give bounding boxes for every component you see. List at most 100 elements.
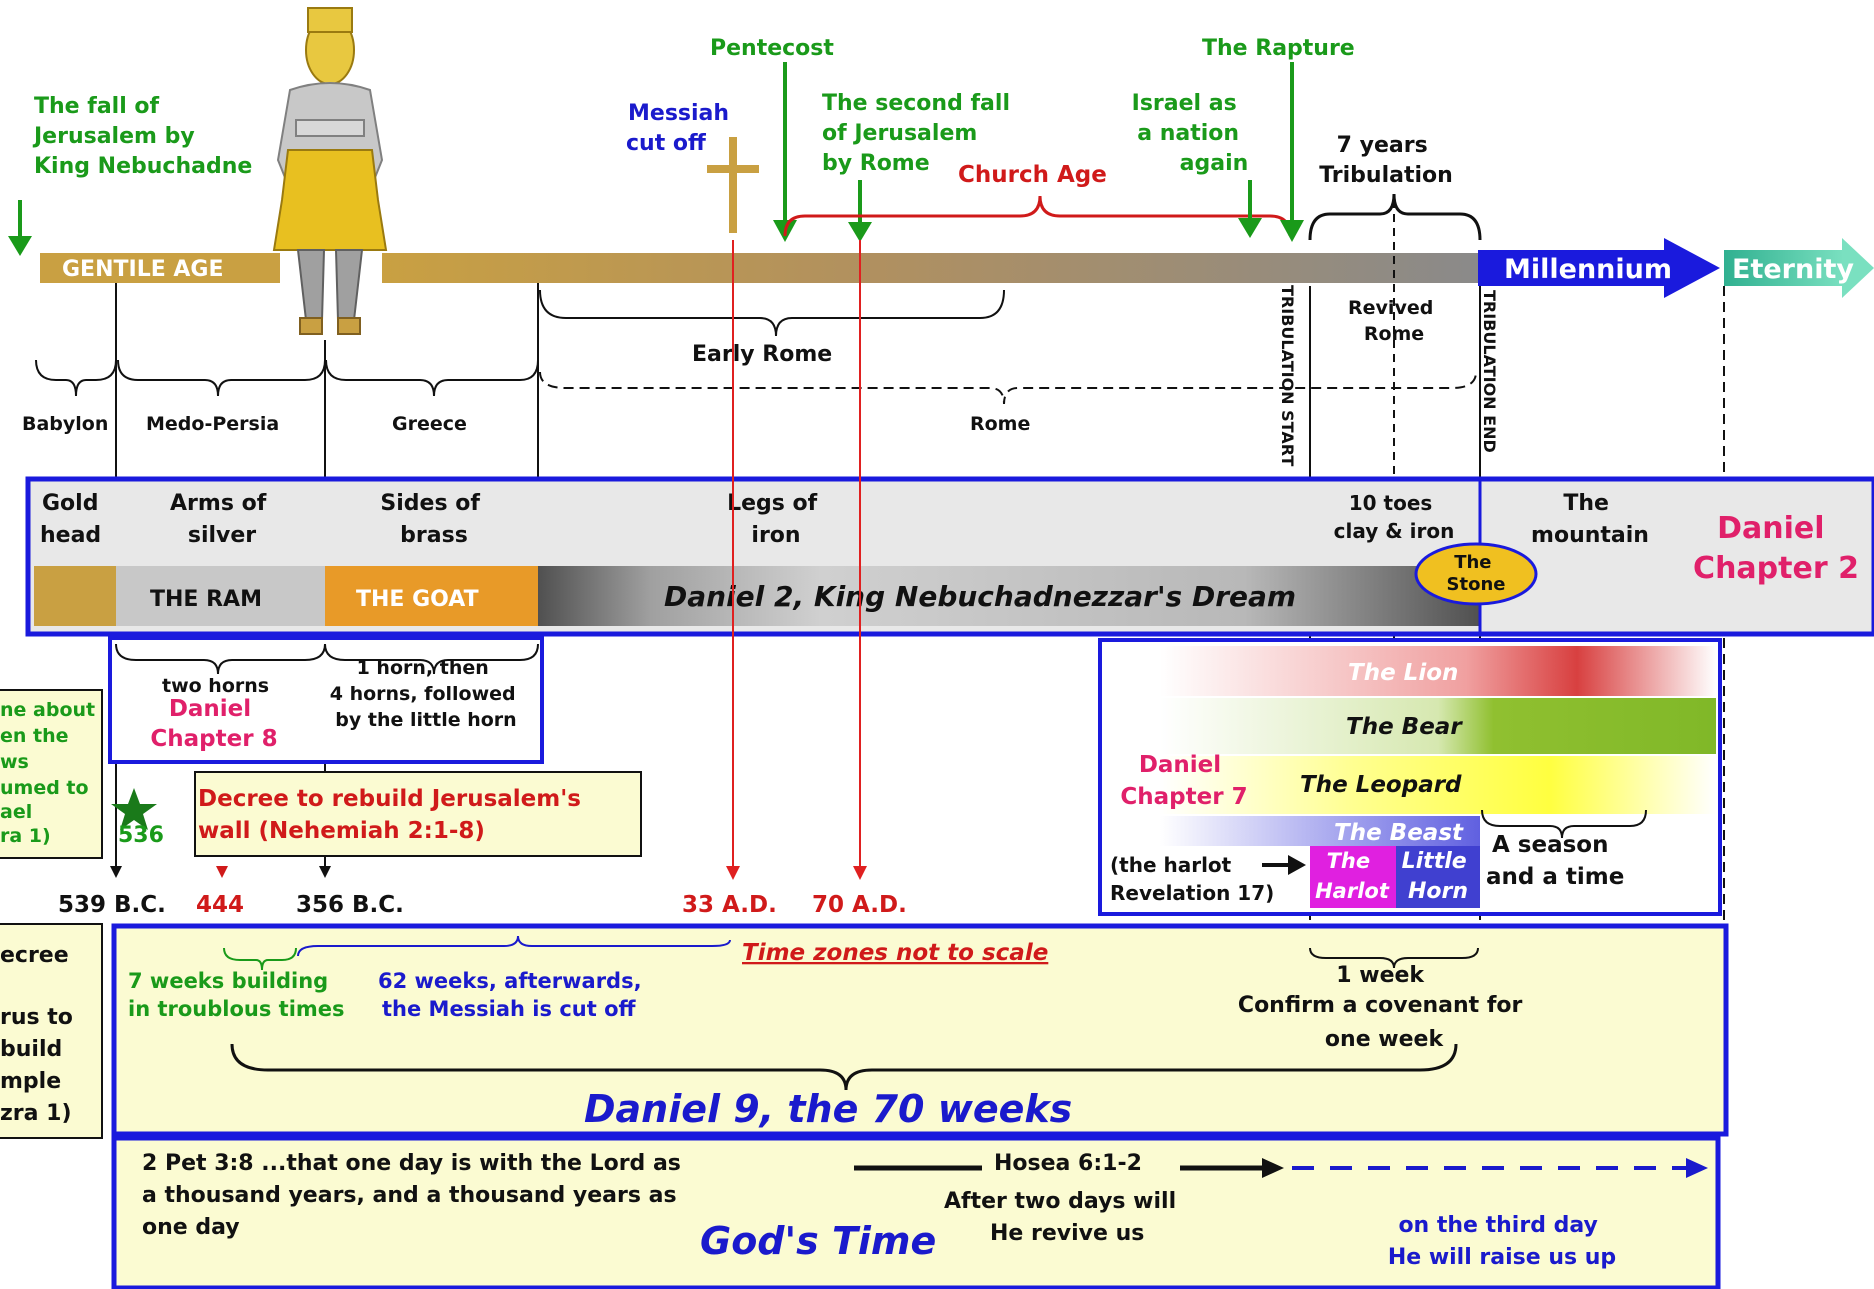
dream-label: Daniel 2, King Nebuchadnezzar's Dream bbox=[664, 580, 1296, 613]
svg-text:Decree to rebuild Jerusalem's: Decree to rebuild Jerusalem's wall (Nehe… bbox=[198, 786, 589, 844]
beast-band bbox=[1160, 816, 1480, 846]
year-536-label: 536 bbox=[118, 823, 164, 848]
lion-label: The Lion bbox=[1348, 660, 1458, 686]
israel-nation-label: Israel as a nation again bbox=[1132, 91, 1249, 176]
greece-brace bbox=[325, 359, 539, 397]
daniel-chapter-2-label: Daniel Chapter 2 bbox=[1693, 511, 1859, 586]
beast-label: The Beast bbox=[1334, 820, 1464, 846]
one-week-label: 1 week Confirm a covenant for one week bbox=[1238, 963, 1530, 1052]
brass-label: Sides of brass bbox=[380, 491, 487, 548]
gold-label: Gold head bbox=[40, 491, 106, 548]
two-days-label: After two days will He revive us bbox=[944, 1189, 1184, 1246]
early-rome-label: Early Rome bbox=[692, 342, 832, 367]
date-33: 33 A.D. bbox=[682, 892, 777, 918]
one-week-brace bbox=[1309, 947, 1479, 969]
statue-arms bbox=[295, 119, 365, 137]
two-horns-label: two horns bbox=[162, 675, 269, 697]
dates-row: 539 B.C. 444 356 B.C. 33 A.D. 70 A.D. bbox=[58, 240, 907, 918]
goat-label: THE GOAT bbox=[356, 587, 479, 612]
tribulation-brace bbox=[1308, 193, 1482, 241]
israel-arrow-head bbox=[1238, 218, 1262, 238]
mountain-label: The mountain bbox=[1531, 491, 1649, 548]
church-age-brace bbox=[783, 195, 1292, 237]
decree-rebuild-box: Decree to rebuild Jerusalem's wall (Nehe… bbox=[194, 771, 642, 857]
gods-time-box: 2 Pet 3:8 ...that one day is with the Lo… bbox=[111, 1135, 1721, 1289]
ram-label: THE RAM bbox=[150, 587, 262, 612]
harlot-cell bbox=[1310, 846, 1396, 908]
season-brace bbox=[1481, 809, 1647, 839]
second-fall-label: The second fall of Jerusalem by Rome bbox=[822, 91, 1018, 176]
year-536: 536 bbox=[111, 788, 164, 848]
rome-dashed-brace bbox=[539, 371, 1477, 405]
messiah-cut-off-label: Messiah cut off bbox=[626, 101, 737, 156]
seven-weeks-brace bbox=[223, 947, 297, 971]
gentile-age-label: GENTILE AGE bbox=[62, 257, 224, 282]
goat-cell bbox=[325, 566, 538, 626]
lion-band bbox=[1160, 646, 1716, 696]
seven-weeks-label: 7 weeks building in troublous times bbox=[128, 969, 345, 1021]
medo-persia-brace bbox=[117, 359, 326, 397]
medo-persia-label: Medo-Persia bbox=[146, 413, 279, 435]
svg-text:ne about en the ws: ne about en the ws umed to ael ra 1) bbox=[0, 699, 102, 847]
iron-cell bbox=[538, 566, 1480, 626]
date-539: 539 B.C. bbox=[58, 892, 166, 918]
kingdoms: Babylon Medo-Persia Greece Early Rome Ro… bbox=[22, 289, 1477, 435]
rapture-arrow-head bbox=[1280, 220, 1304, 242]
eternity-arrow-head bbox=[1842, 238, 1874, 298]
third-day-label: on the third day He will raise us up bbox=[1388, 1213, 1616, 1270]
main-bar bbox=[382, 253, 1482, 283]
bear-band bbox=[1160, 698, 1716, 754]
ram-cell bbox=[116, 566, 325, 626]
little-horn-label: Little Horn bbox=[1402, 849, 1475, 904]
millennium-bar bbox=[1478, 250, 1668, 286]
decree-cyrus-label: ecree rus to build mple zra 1) bbox=[0, 943, 81, 1126]
statue-figure bbox=[272, 7, 388, 335]
statue-legs bbox=[296, 249, 364, 321]
stone-label: The Stone bbox=[1447, 552, 1506, 595]
pet-label: 2 Pet 3:8 ...that one day is with the Lo… bbox=[142, 1151, 689, 1240]
millennium-label: Millennium bbox=[1504, 254, 1672, 285]
babylon-label: Babylon bbox=[22, 413, 108, 435]
millennium-arrow-head bbox=[1664, 238, 1720, 298]
fall-of-jerusalem-label: The fall of Jerusalem by King Nebuchadne bbox=[32, 94, 252, 179]
left-partial-box: ne about en the ws umed to ael ra 1) bbox=[0, 689, 103, 859]
statue-feet bbox=[299, 317, 361, 335]
timeline-bar: GENTILE AGE Millennium Eternity TRIBULAT… bbox=[40, 238, 1874, 466]
seventy-weeks-brace bbox=[230, 1043, 1458, 1091]
harlot-note-label: (the harlot Revelation 17) bbox=[1110, 853, 1274, 905]
leopard-band bbox=[1160, 756, 1716, 814]
gentile-age-bar bbox=[40, 253, 280, 283]
star-icon bbox=[111, 788, 157, 830]
gold-cell bbox=[34, 566, 116, 626]
date-356: 356 B.C. bbox=[296, 892, 404, 918]
sixty-two-weeks-brace bbox=[297, 935, 731, 957]
daniel-7-box: The Lion The Bear The Leopard The Beast … bbox=[1098, 638, 1722, 916]
daniel-8-box: two horns Daniel Chapter 8 1 horn, then … bbox=[108, 636, 544, 764]
date-444: 444 bbox=[196, 892, 244, 918]
daniel-9-title: Daniel 9, the 70 weeks bbox=[584, 1087, 1072, 1131]
church-age-label: Church Age bbox=[958, 162, 1107, 188]
season-label: A season and a time bbox=[1486, 832, 1624, 890]
top-events: The fall of Jerusalem by King Nebuchadne… bbox=[8, 36, 1482, 256]
hosea-label: Hosea 6:1-2 bbox=[994, 1151, 1142, 1176]
toes-label: 10 toes clay & iron bbox=[1334, 491, 1455, 543]
bear-label: The Bear bbox=[1346, 714, 1463, 740]
eternity-bar bbox=[1724, 250, 1844, 286]
eternity-label: Eternity bbox=[1732, 254, 1854, 285]
gods-time-title: God's Time bbox=[700, 1219, 936, 1263]
daniel-chapter-7-label: Daniel Chapter 7 bbox=[1120, 752, 1247, 810]
iron-label: Legs of iron bbox=[727, 491, 825, 548]
pentecost-label: Pentecost bbox=[710, 36, 834, 61]
daniel-2-band: Gold head Arms of silver Sides of brass … bbox=[25, 476, 1874, 637]
not-to-scale-label: Time zones not to scale bbox=[742, 940, 1048, 966]
babylon-brace bbox=[35, 359, 117, 397]
cross-icon bbox=[707, 137, 759, 233]
fall-arrow-head bbox=[8, 236, 32, 256]
leopard-label: The Leopard bbox=[1300, 772, 1462, 798]
daniel-9-box: ecree rus to build mple zra 1) Time zone… bbox=[0, 923, 1729, 1139]
stone-icon bbox=[1414, 542, 1538, 606]
greece-label: Greece bbox=[392, 413, 467, 435]
early-rome-brace bbox=[539, 289, 1005, 337]
silver-label: Arms of silver bbox=[170, 491, 274, 548]
